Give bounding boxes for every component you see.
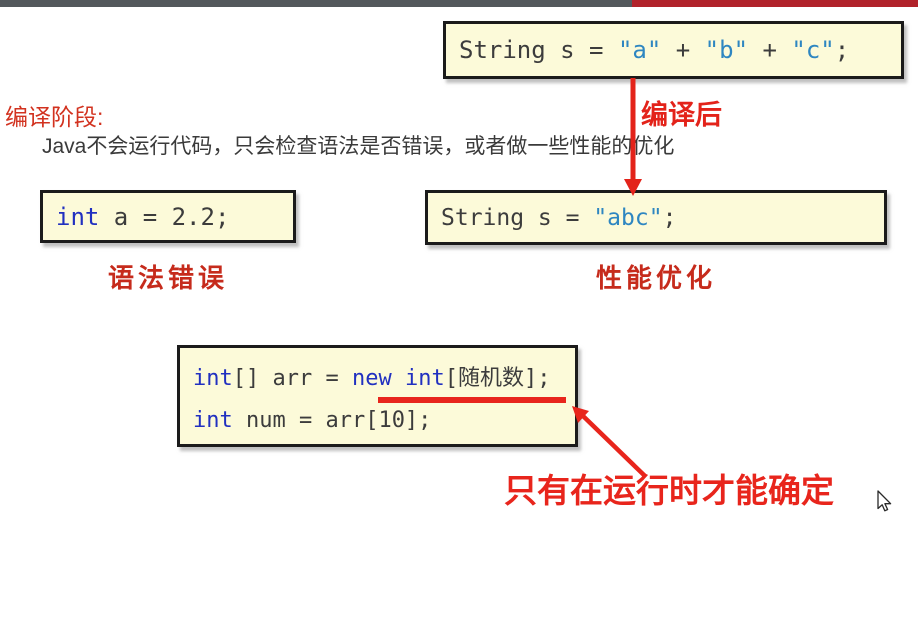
code-token-keyword: new [351,365,392,391]
mouse-pointer-icon [877,490,892,512]
top-bar [0,0,918,7]
performance-optimization-label: 性能优化 [595,264,716,294]
top-bar-dark-segment [0,0,632,7]
code-token-keyword: int [56,202,100,231]
code-token: ; [662,204,677,231]
code-token: num = arr[10]; [232,407,432,433]
code-box-runtime-array: int[] arr = new int[随机数]; int num = arr[… [177,345,578,447]
code-token: a = 2.2; [99,202,230,231]
code-token-string: "c" [791,36,835,64]
code-token [392,366,405,391]
code-token: [] arr = [232,365,352,391]
code-box-string-concat: String s = "a" + "b" + "c"; [443,21,904,79]
code-token: ; [834,36,850,64]
code-line: String s = "a" + "b" + "c"; [446,36,901,64]
code-token: [随机数]; [444,365,551,391]
code-token: String s = [459,36,618,64]
syntax-error-label: 语法错误 [107,264,228,294]
code-token-keyword: int [193,407,233,433]
code-line: int num = arr[10]; [180,408,575,433]
code-line: String s = "abc"; [428,205,884,231]
code-token: String s = [441,204,594,231]
code-box-optimized: String s = "abc"; [425,190,887,245]
code-token: + [661,36,705,64]
code-token-string: "a" [617,36,662,64]
code-token-string: "abc" [593,204,663,231]
code-token-keyword: int [404,365,445,391]
code-line: int a = 2.2; [43,203,293,231]
compile-after-label: 编译后 [641,100,722,130]
code-token-keyword: int [193,365,233,391]
code-token: + [748,36,792,64]
runtime-note-label: 只有在运行时才能确定 [504,472,834,509]
code-line: int[] arr = new int[随机数]; [180,360,575,392]
top-bar-red-segment [632,0,918,7]
stage-description: Java不会运行代码，只会检查语法是否错误，或者做一些性能的优化 [42,135,675,158]
stage-title: 编译阶段: [5,104,104,130]
code-box-syntax-error: int a = 2.2; [40,190,296,243]
code-token-string: "b" [704,36,749,64]
